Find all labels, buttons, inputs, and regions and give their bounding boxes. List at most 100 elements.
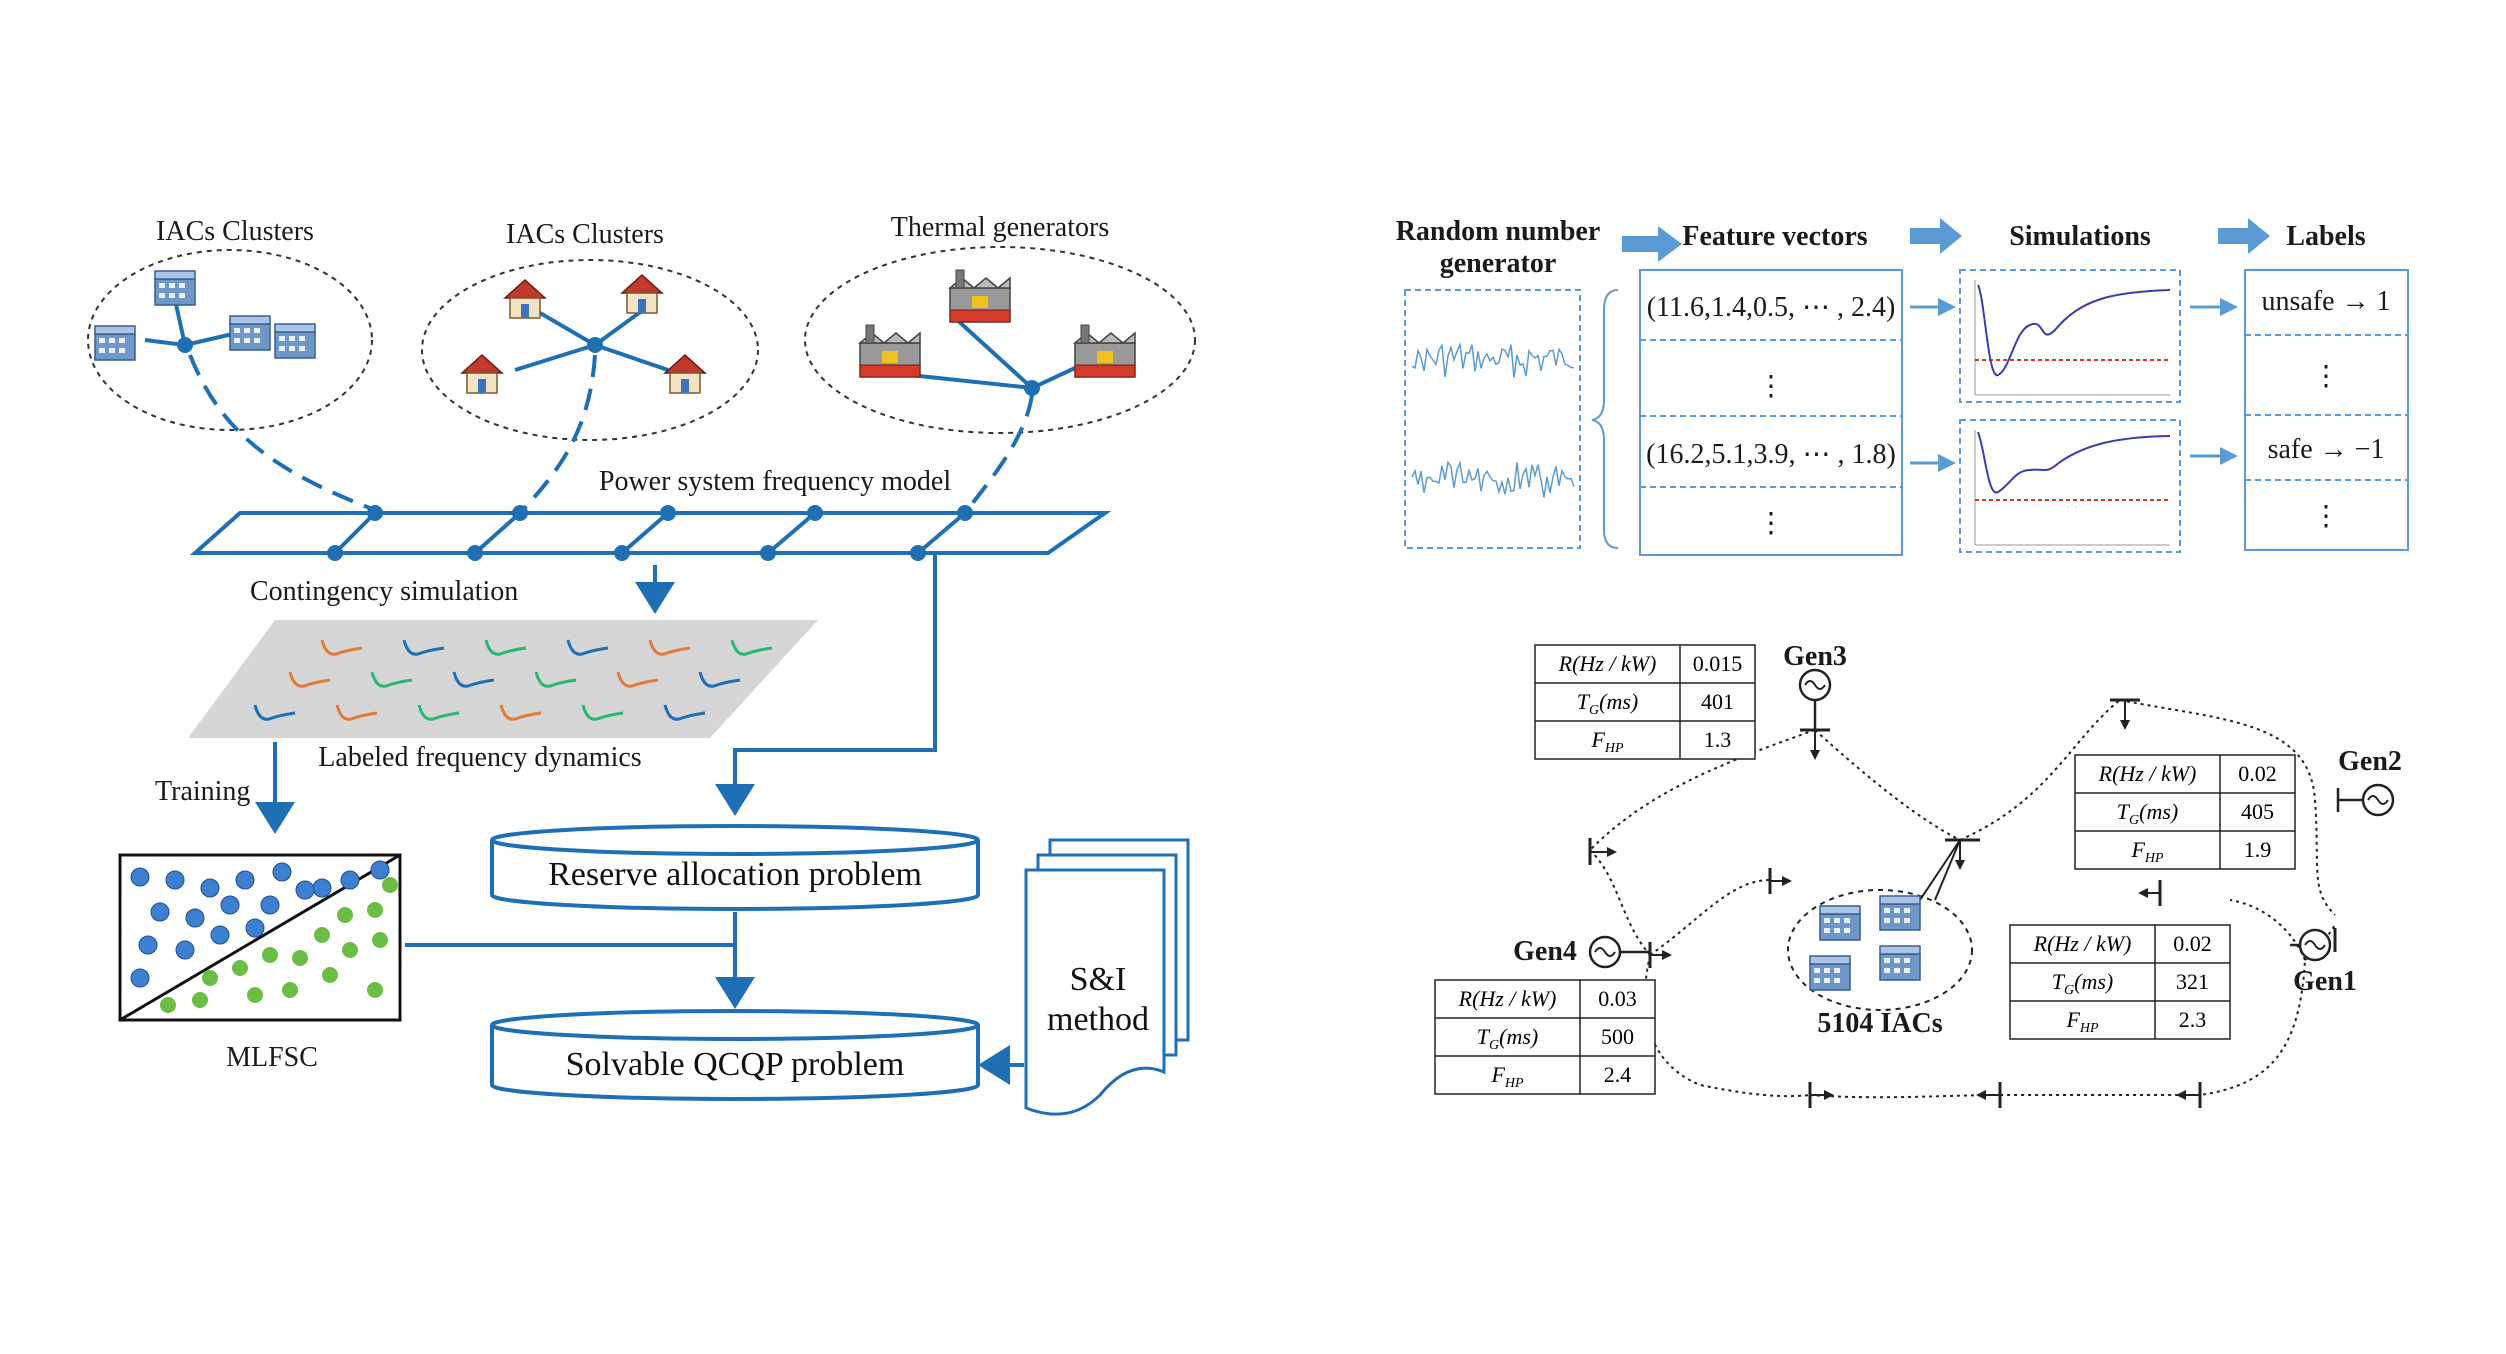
sim-curve-2 bbox=[1977, 431, 2171, 494]
param-r-value: 0.02 bbox=[2238, 761, 2277, 786]
green-sample-dot bbox=[282, 982, 298, 998]
mlfsc-dots bbox=[130, 860, 398, 1013]
blue-sample-dot bbox=[312, 878, 332, 898]
frequency-curve bbox=[417, 704, 460, 721]
cluster-3-node bbox=[1024, 380, 1040, 396]
random-generator-box bbox=[1404, 289, 1581, 549]
simulation-panel-2 bbox=[1959, 419, 2181, 553]
frequency-curve bbox=[616, 671, 659, 688]
frequency-curve bbox=[566, 639, 609, 656]
blue-sample-dot bbox=[165, 870, 185, 890]
green-sample-dot bbox=[292, 950, 308, 966]
green-sample-dot bbox=[337, 907, 353, 923]
feature-ellipsis-2: ⋮ bbox=[1757, 508, 1785, 539]
blue-sample-dot bbox=[272, 862, 292, 882]
noise-signal-1 bbox=[1411, 341, 1575, 378]
green-sample-dot bbox=[314, 927, 330, 943]
param-r-value: 0.015 bbox=[1693, 651, 1743, 676]
iacs-label: 5104 IACs bbox=[1817, 1008, 1942, 1039]
si-method-docs bbox=[1024, 838, 1190, 1116]
param-f-header: FHP bbox=[1590, 727, 1624, 756]
cluster-3-network bbox=[909, 316, 1089, 390]
building-icon bbox=[154, 270, 196, 306]
feature-ellipsis-1: ⋮ bbox=[1757, 371, 1785, 402]
blue-sample-dot bbox=[210, 925, 230, 945]
feature-vectors-box bbox=[1639, 269, 1903, 556]
si-line-1: S&I bbox=[1070, 961, 1127, 998]
frequency-curve bbox=[730, 639, 773, 656]
building-icon bbox=[94, 325, 136, 361]
building-icon bbox=[1809, 955, 1851, 991]
building-icon bbox=[1879, 945, 1921, 981]
frequency-curve bbox=[320, 639, 363, 656]
blue-sample-dot bbox=[260, 895, 280, 915]
frequency-curve bbox=[253, 704, 296, 721]
gen2-label: Gen2 bbox=[2338, 746, 2402, 777]
blue-sample-dot bbox=[185, 908, 205, 928]
cluster-1-node bbox=[177, 337, 193, 353]
mlfsc-label: MLFSC bbox=[226, 1042, 318, 1073]
blue-sample-dot bbox=[150, 902, 170, 922]
frequency-curve bbox=[335, 704, 378, 721]
label-safe: safe → −1 bbox=[2268, 434, 2385, 465]
load-arrows bbox=[1590, 700, 2200, 1100]
frequency-curve bbox=[499, 704, 542, 721]
gen1-label: Gen1 bbox=[2293, 966, 2357, 997]
blue-sample-dot bbox=[175, 940, 195, 960]
house-icon bbox=[461, 354, 503, 394]
frequency-curve bbox=[648, 639, 691, 656]
house-icon bbox=[504, 279, 546, 319]
frequency-curve bbox=[581, 704, 624, 721]
blue-sample-dot bbox=[295, 880, 315, 900]
cluster-2-node bbox=[587, 337, 603, 353]
generator-waves bbox=[1594, 680, 2389, 957]
header-random-1: Random number bbox=[1396, 216, 1601, 247]
frequency-curve bbox=[452, 671, 495, 688]
iacs-link bbox=[1919, 839, 1961, 901]
power-model-label: Power system frequency model bbox=[599, 466, 951, 497]
power-grid-lines bbox=[333, 511, 967, 555]
cloud-iacs-2 bbox=[421, 259, 759, 441]
param-f-value: 1.3 bbox=[1704, 727, 1732, 752]
feature-vector-2: (16.2,5.1,3.9, ⋯ , 1.8) bbox=[1646, 439, 1896, 470]
frequency-curve bbox=[370, 671, 413, 688]
green-sample-dot bbox=[322, 967, 338, 983]
building-icon bbox=[274, 323, 316, 359]
green-sample-dot bbox=[382, 877, 398, 893]
blue-sample-dot bbox=[200, 878, 220, 898]
green-sample-dot bbox=[192, 992, 208, 1008]
green-sample-dot bbox=[262, 947, 278, 963]
frequency-curve bbox=[663, 704, 706, 721]
param-f-value: 2.4 bbox=[1604, 1062, 1632, 1087]
blue-sample-dot bbox=[220, 895, 240, 915]
param-t-value: 321 bbox=[2176, 969, 2209, 994]
feature-brace bbox=[1591, 289, 1619, 549]
noise-signal-2 bbox=[1411, 460, 1575, 498]
building-icon bbox=[1879, 895, 1921, 931]
param-f-header: FHP bbox=[2065, 1007, 2099, 1036]
training-label: Training bbox=[155, 776, 250, 807]
green-sample-dot bbox=[342, 942, 358, 958]
cluster-label-1: IACs Clusters bbox=[156, 216, 314, 247]
green-sample-dot bbox=[367, 902, 383, 918]
label-unsafe: unsafe → 1 bbox=[2261, 286, 2390, 317]
factory-icon bbox=[1074, 324, 1136, 378]
blue-sample-dot bbox=[370, 860, 390, 880]
qcqp-cylinder bbox=[490, 1009, 980, 1101]
blue-sample-dot bbox=[138, 935, 158, 955]
param-r-header: R(Hz / kW) bbox=[2033, 931, 2132, 956]
param-r-header: R(Hz / kW) bbox=[1558, 651, 1657, 676]
frequency-curve bbox=[288, 671, 331, 688]
param-f-header: FHP bbox=[1490, 1062, 1524, 1091]
cluster-label-3: Thermal generators bbox=[891, 212, 1109, 243]
cloud-iacs-1 bbox=[87, 249, 373, 431]
house-icon bbox=[621, 274, 663, 314]
labeled-dynamics-label: Labeled frequency dynamics bbox=[318, 742, 641, 773]
blue-sample-dot bbox=[245, 918, 265, 938]
header-arrows bbox=[1622, 218, 2270, 262]
